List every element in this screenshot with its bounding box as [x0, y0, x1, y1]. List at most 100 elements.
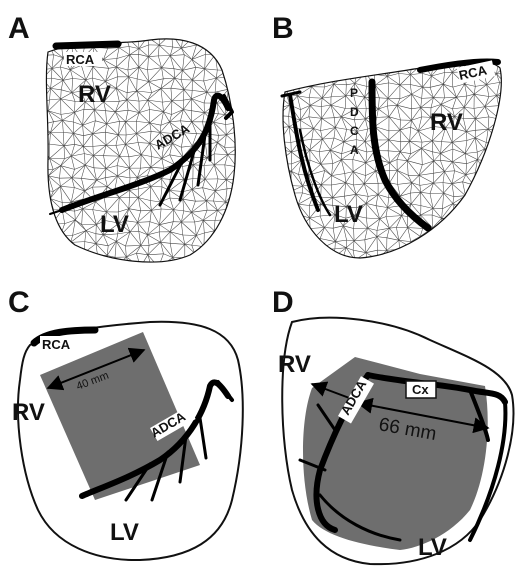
mesh-line	[175, 278, 185, 279]
mesh-line	[331, 51, 342, 54]
mesh-line	[238, 114, 240, 122]
mesh-line	[301, 73, 312, 87]
mesh-line	[277, 197, 280, 205]
mesh-line	[239, 58, 241, 69]
mesh-line	[496, 262, 499, 274]
mesh-line	[463, 263, 476, 270]
mesh-line	[408, 263, 411, 270]
mesh-line	[367, 51, 376, 64]
mesh-line	[236, 254, 251, 255]
mesh-line	[85, 34, 93, 38]
mesh-line	[507, 139, 519, 142]
mesh-line	[495, 229, 499, 242]
mesh-line	[289, 240, 290, 251]
mesh-line	[289, 206, 290, 216]
mesh-line	[86, 267, 93, 275]
mesh-line	[508, 175, 511, 186]
mesh-line	[38, 190, 51, 199]
mesh-line	[129, 275, 141, 278]
mesh-line	[60, 268, 65, 274]
mesh-line	[195, 33, 203, 35]
mesh-line	[310, 262, 321, 272]
mesh-line	[499, 119, 501, 130]
mesh-line	[53, 244, 65, 257]
mesh-line	[64, 258, 71, 268]
mesh-line	[94, 275, 109, 278]
mesh-line	[204, 247, 208, 254]
mesh-line	[356, 63, 364, 64]
mesh-line	[333, 63, 335, 74]
mesh-line	[509, 72, 519, 87]
mesh-line	[499, 131, 501, 143]
mesh-line	[507, 142, 511, 151]
mesh-line	[227, 70, 239, 71]
mesh-line	[509, 74, 510, 88]
mesh-line	[276, 259, 292, 264]
mesh-line	[408, 260, 421, 263]
mesh-line	[466, 270, 477, 272]
mesh-line	[321, 259, 325, 271]
mesh-line	[290, 73, 300, 87]
mesh-line	[456, 239, 468, 251]
mesh-line	[116, 277, 130, 278]
mesh-line	[508, 118, 509, 131]
mesh-line	[356, 64, 357, 74]
mesh-line	[497, 207, 507, 208]
mesh-line	[129, 267, 140, 277]
mesh-line	[488, 262, 499, 273]
mesh-line	[485, 241, 489, 249]
mesh-line	[237, 98, 251, 100]
panel-b-pdca-letter-p: P	[350, 86, 358, 100]
mesh-line	[299, 262, 302, 270]
mesh-line	[215, 48, 226, 55]
panel-b-pdca-letter-a: A	[350, 143, 359, 157]
panel-a-lv-label: LV	[100, 211, 129, 238]
mesh-line	[181, 266, 192, 275]
mesh-line	[280, 63, 291, 73]
mesh-line	[500, 251, 507, 252]
mesh-line	[409, 50, 420, 54]
mesh-line	[38, 103, 40, 110]
mesh-line	[485, 241, 499, 242]
mesh-line	[150, 277, 164, 279]
mesh-line	[175, 266, 181, 279]
mesh-line	[324, 54, 333, 63]
mesh-line	[508, 186, 518, 196]
mesh-line	[507, 238, 508, 252]
mesh-line	[248, 181, 252, 187]
mesh-line	[227, 209, 237, 210]
mesh-line	[126, 34, 138, 36]
mesh-line	[276, 248, 280, 264]
mesh-line	[421, 270, 430, 272]
mesh-line	[39, 231, 50, 234]
mesh-line	[250, 235, 251, 246]
mesh-line	[500, 118, 508, 120]
mesh-line	[467, 239, 475, 240]
mesh-line	[194, 253, 195, 266]
mesh-line	[237, 167, 240, 179]
mesh-line	[310, 259, 325, 262]
mesh-line	[389, 51, 401, 55]
mesh-line	[53, 268, 65, 269]
mesh-line	[367, 260, 377, 262]
mesh-line	[319, 249, 332, 259]
mesh-line	[510, 207, 519, 215]
mesh-line	[237, 65, 249, 78]
mesh-line	[207, 263, 215, 265]
mesh-line	[507, 207, 510, 214]
mesh-line	[195, 253, 208, 254]
mesh-line	[116, 264, 129, 267]
mesh-line	[400, 248, 412, 249]
mesh-line	[65, 242, 71, 244]
mesh-line	[227, 209, 237, 220]
mesh-line	[205, 33, 215, 46]
mesh-line	[445, 239, 456, 241]
mesh-line	[138, 34, 148, 37]
mesh-line	[237, 78, 247, 91]
mesh-line	[495, 171, 497, 182]
mesh-line	[280, 55, 291, 64]
mesh-line	[485, 207, 497, 209]
mesh-line	[475, 249, 489, 252]
mesh-line	[500, 119, 507, 130]
mesh-line	[466, 196, 474, 197]
